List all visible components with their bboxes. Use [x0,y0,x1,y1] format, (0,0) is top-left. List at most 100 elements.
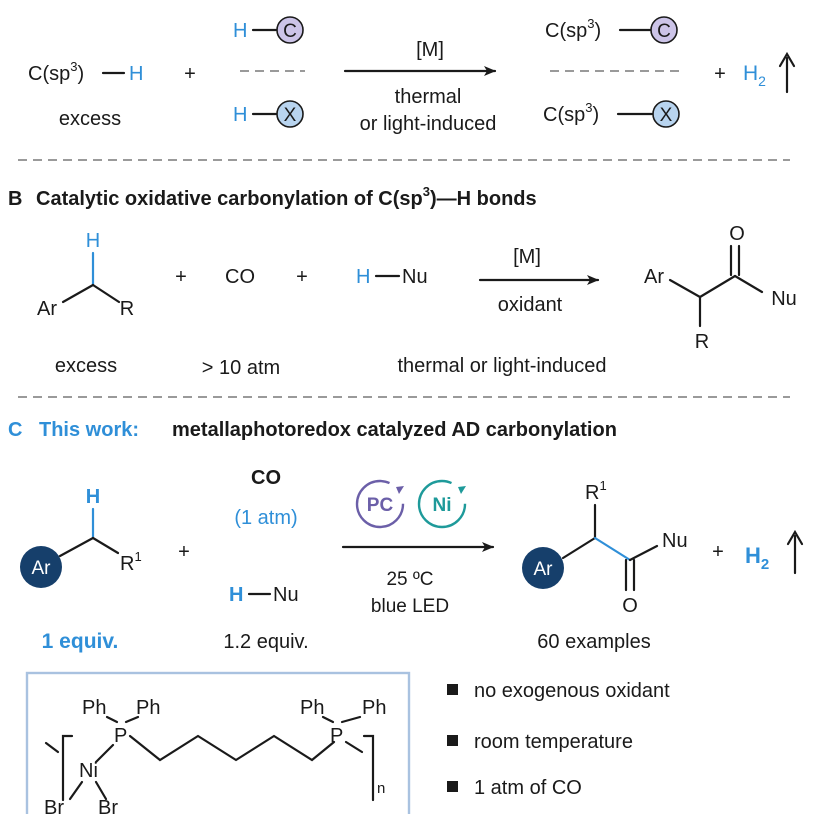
ar-c-bond [668,278,702,299]
condition-light: or light-induced [360,113,497,135]
substrate-ar: Ar [37,298,57,320]
product-heteroatom-circle [652,100,680,128]
nucleophile-nu: Nu [402,266,428,288]
bromide-1: Br [44,797,64,814]
gas-arrow-head [778,51,796,68]
p-ph4-bond [340,715,362,724]
new-cc-bond [593,536,632,562]
plus-h2-c: + [712,541,724,563]
ni-label: Ni [433,495,452,516]
ni-p-bond [94,743,115,764]
panel-a: C(sp3) H excess + H C H X [M] thermal or… [28,16,796,135]
feature-no-oxidant: no exogenous oxidant [474,680,670,702]
ni-br2-bond [94,780,108,801]
photocatalyst-cycle [355,479,405,529]
substituent-r1: R1 [120,549,142,575]
product-c-nu-bond [628,544,659,562]
oxidant-label: oxidant [498,294,563,316]
ni-br1-bond [68,780,84,801]
substrate-formula: C(sp3) [28,59,84,85]
excess-label: excess [59,108,121,130]
p-ph2-bond [124,715,140,724]
bullet-1 [447,684,458,695]
aryl-circle [20,546,62,588]
c-c-bond [698,274,737,299]
left-bracket [61,734,74,802]
polymer-bond-left [44,741,60,754]
this-work-label: This work: [39,419,139,441]
product-aryl-label: Ar [534,559,554,580]
co-pressure: > 10 atm [202,357,280,379]
nickel-cycle [417,479,467,529]
carbon-circle [276,16,304,44]
product-ar-bond [561,536,597,560]
equiv-nucleophile: 1.2 equiv. [223,631,308,653]
substrate-h: H [129,63,143,85]
carbon-monoxide: CO [225,266,255,288]
bullet-2 [447,735,458,746]
feature-co-pressure: 1 atm of CO [474,777,582,799]
panel-b-letter: B [8,188,22,210]
product-c-formula: C(sp3) [545,16,601,42]
benzylic-h: H [86,230,100,252]
plus-h2: + [714,63,726,85]
panel-c: C This work: metallaphotoredox catalyzed… [8,419,804,653]
product-ar: Ar [644,266,664,288]
panel-c-title: metallaphotoredox catalyzed AD carbonyla… [172,419,617,441]
ni-cycle-arrowhead [458,486,466,494]
plus-c: + [178,541,190,563]
catalyst-structure-box: Ni P Ph Ph P Ph Ph n Br Br [25,671,411,814]
co-pressure-c: (1 atm) [234,507,297,529]
co-reagent: CO [251,467,281,489]
panel-c-letter: C [8,419,22,441]
condition-thermal: thermal [395,86,462,108]
partner-c-h: H [233,20,247,42]
product-x-formula: C(sp3) [543,100,599,126]
product-nu: Nu [771,288,797,310]
phenyl-3: Ph [300,697,324,719]
ar-bond [61,283,95,304]
aryl-label: Ar [32,558,52,579]
c-nu-bond [733,274,764,294]
r1-bond-c [91,536,120,555]
conditions-b: thermal or light-induced [398,355,607,377]
repeat-unit-n: n [377,780,385,797]
temperature: 25 ºC [386,569,433,590]
p-ph3-bond [321,715,335,724]
pc-cycle-arrowhead [396,486,404,494]
hydrogen-gas: H2 [743,62,766,89]
plus-sign: + [184,63,196,85]
catalyst-m: [M] [416,39,444,61]
polymer-bond-right [344,740,364,754]
catalyst-box-border [25,671,411,814]
phosphorus-right: P [330,725,343,747]
examples-count: 60 examples [537,631,650,653]
product-carbonyl-o: O [622,595,638,617]
feature-list: no exogenous oxidant room temperature 1 … [447,680,670,799]
pc-label: PC [367,495,394,516]
phosphorus-left: P [114,725,127,747]
partner-x-h: H [233,104,247,126]
product-heteroatom-label: X [660,105,673,126]
plus-co: + [175,266,187,288]
phenyl-4: Ph [362,697,386,719]
butyl-linker [128,734,336,762]
ar-bond-c [58,536,95,558]
gas-arrow-head-c [786,529,804,546]
carbonyl-o: O [729,223,745,245]
benzylic-h-c: H [86,486,100,508]
product-r: R [695,331,709,353]
equiv-substrate: 1 equiv. [42,630,119,653]
bromide-2: Br [98,797,118,814]
hydrogen-gas-c: H2 [745,543,769,573]
p-ph1-bond [105,715,119,724]
nucleophile-h-c: H [229,584,243,606]
phenyl-1: Ph [82,697,106,719]
substrate-r: R [120,298,134,320]
product-r1: R1 [585,478,607,504]
nucleophile-h: H [356,266,370,288]
product-aryl-circle [522,547,564,589]
excess-b: excess [55,355,117,377]
catalyst-m-b: [M] [513,246,541,268]
